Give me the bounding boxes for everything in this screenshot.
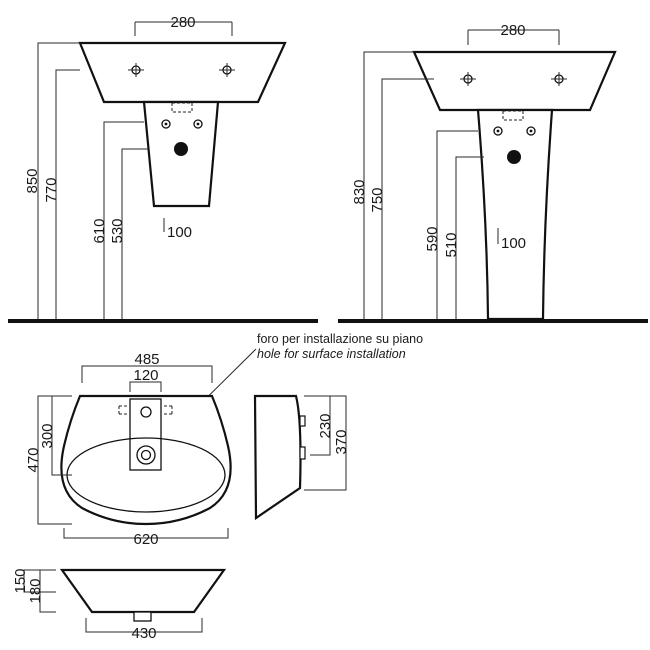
fixing-hole-icon [493,126,503,136]
dim-pedestal-bottom: 530 [109,218,126,243]
dim-hole-spacing: 120 [133,367,158,384]
pedestal-basin-view: 280 830 750 590 510 100 [338,22,648,323]
plan-view: foro per installazione su piano hole for… [25,332,423,548]
tap-hole-icon [128,63,144,77]
dim-total-height: 830 [351,179,368,204]
side-bracket [299,446,306,460]
fixing-hole-icon [161,119,171,129]
waste-outlet-icon [174,142,188,156]
countertop-view: 150 180 430 [12,568,227,642]
dim-upper-height: 590 [424,226,441,251]
dim-total-depth: 470 [25,447,42,472]
dim-rim-height: 770 [43,177,60,202]
dim-small: 150 [12,568,29,593]
dim-pedestal-top: 610 [91,218,108,243]
dim-top-width: 280 [170,14,195,31]
side-bracket [299,415,306,427]
dim-total-width: 620 [133,531,158,548]
dim-inner-width: 485 [134,351,159,368]
dim-base-width: 430 [131,625,156,642]
mounting-hole-rect [129,398,162,471]
dim-side-upper: 230 [317,413,334,438]
wall-hung-basin-view: 280 850 770 610 530 100 [8,14,318,323]
dim-pedestal-width: 100 [167,224,192,241]
drain-hidden-box [502,110,524,121]
side-outline [253,394,302,521]
dim-back-depth: 300 [39,423,56,448]
note-italian: foro per installazione su piano [257,332,423,346]
basin-outline [412,50,617,112]
pedestal-outline [476,108,554,321]
tap-hole-icon [219,63,235,77]
note-english: hole for surface installation [257,347,406,361]
fixing-hole-icon [526,126,536,136]
drain-hole-icon [136,445,156,465]
dim-total-height: 850 [24,168,41,193]
drain-stub [133,611,152,622]
dim-rim-height: 750 [369,187,386,212]
tap-hole-icon [140,406,152,418]
dim-top-width: 280 [500,22,525,39]
side-view: 230 370 [253,394,350,521]
dim-height: 180 [27,578,44,603]
tap-hole-icon [460,72,476,86]
basin-outline [78,41,287,104]
dim-side-total: 370 [333,429,350,454]
fixing-hole-icon [193,119,203,129]
drain-hidden-box [171,102,193,113]
tap-hole-icon [551,72,567,86]
dim-base-width: 100 [501,235,526,252]
countertop-outline [59,568,227,614]
dim-lower-height: 510 [443,232,460,257]
waste-outlet-icon [507,150,521,164]
